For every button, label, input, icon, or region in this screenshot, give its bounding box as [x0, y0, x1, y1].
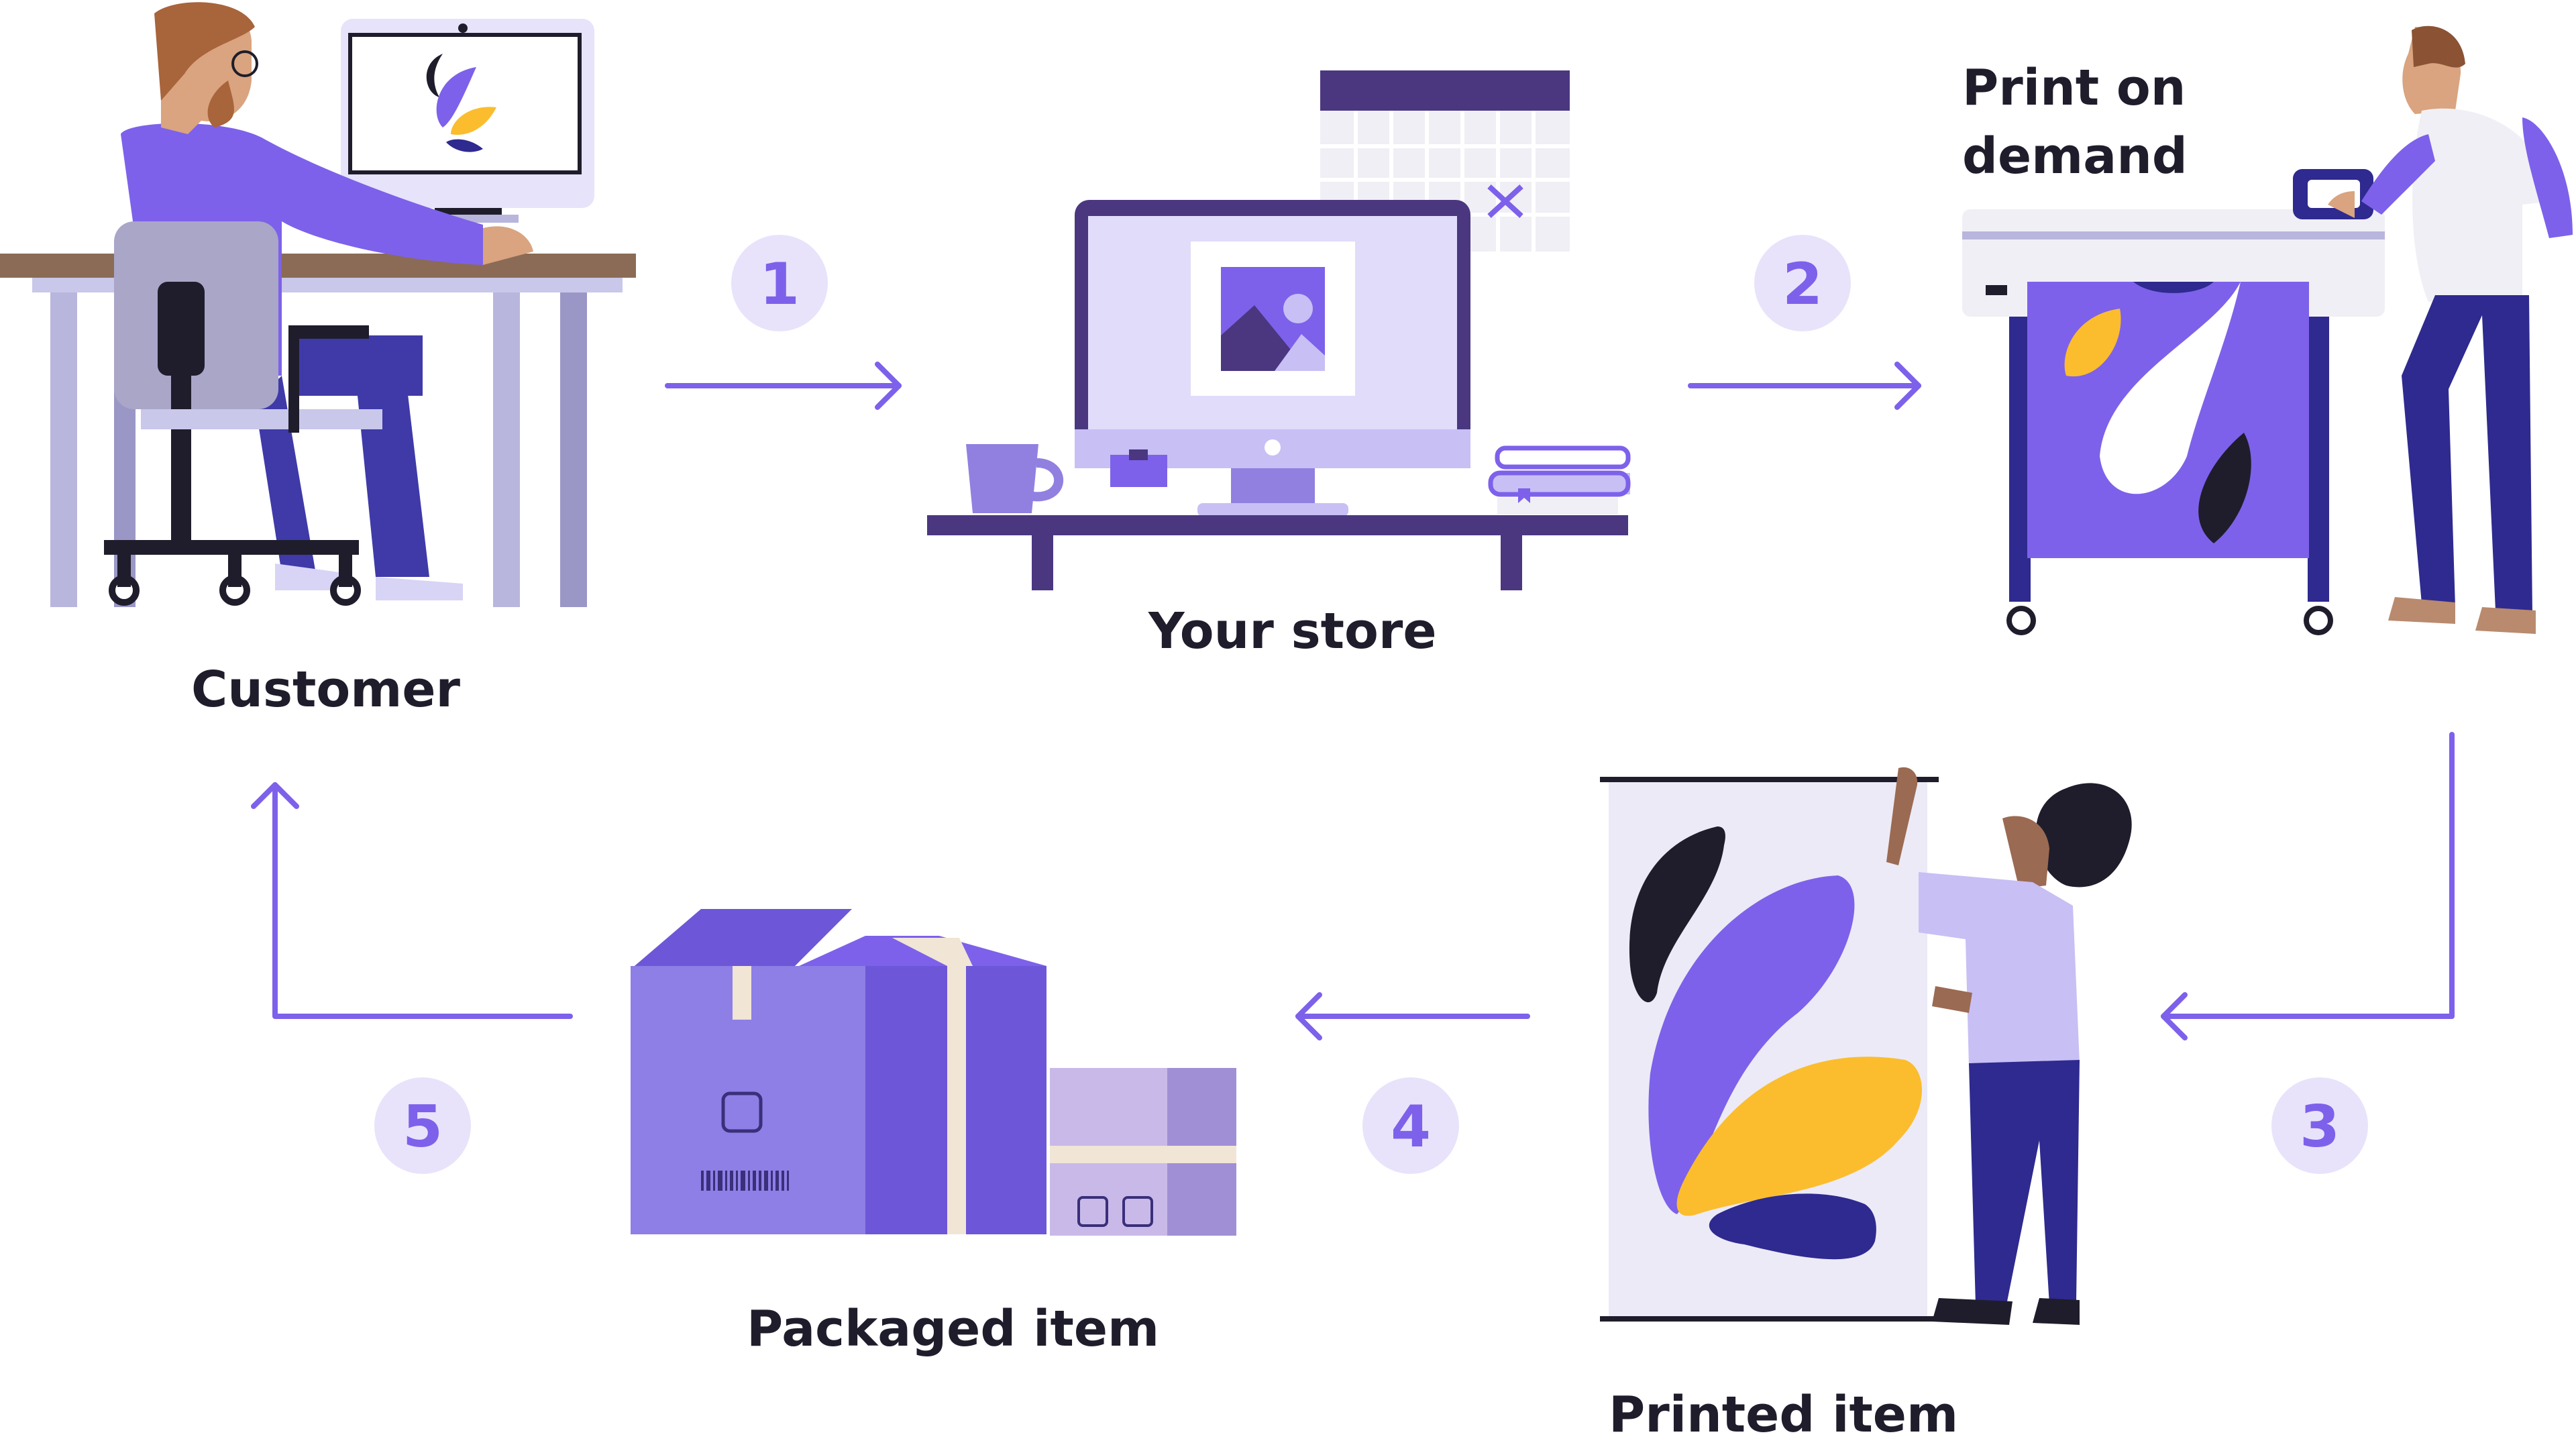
- arrow-store-to-print: [1688, 362, 1921, 410]
- packaged-item-label: Packaged item: [747, 1300, 1160, 1358]
- arrow-print-to-printed: [2161, 732, 2455, 1040]
- print-on-demand-line-1: Print on: [1962, 59, 2186, 117]
- packaged-item-illustration: [631, 909, 1236, 1236]
- flow-arrows: [251, 362, 2455, 1040]
- step-number-4: 4: [1391, 1093, 1431, 1161]
- print-on-demand-label: Print on demand: [1962, 54, 2188, 191]
- printer-illustration: [1962, 25, 2573, 635]
- step-number-5: 5: [402, 1093, 443, 1161]
- printed-item-illustration: [1600, 767, 2132, 1325]
- step-badge-3: 3: [2271, 1077, 2368, 1174]
- customer-label: Customer: [191, 661, 461, 718]
- step-badge-5: 5: [374, 1077, 471, 1174]
- printed-item-label: Printed item: [1609, 1386, 1959, 1444]
- image-icon: [1191, 241, 1355, 396]
- customer-illustration: [0, 2, 636, 607]
- arrow-customer-to-store: [665, 362, 902, 410]
- store-illustration: [927, 70, 1631, 590]
- step-badge-2: 2: [1754, 235, 1851, 331]
- arrow-printed-to-packaged: [1295, 992, 1530, 1040]
- step-badge-4: 4: [1362, 1077, 1459, 1174]
- step-number-1: 1: [759, 251, 800, 318]
- store-label: Your store: [1148, 602, 1437, 660]
- step-number-2: 2: [1782, 251, 1823, 318]
- arrow-packaged-to-customer: [251, 782, 573, 1019]
- step-number-3: 3: [2300, 1093, 2340, 1161]
- step-badge-1: 1: [731, 235, 828, 331]
- print-on-demand-line-2: demand: [1962, 127, 2188, 186]
